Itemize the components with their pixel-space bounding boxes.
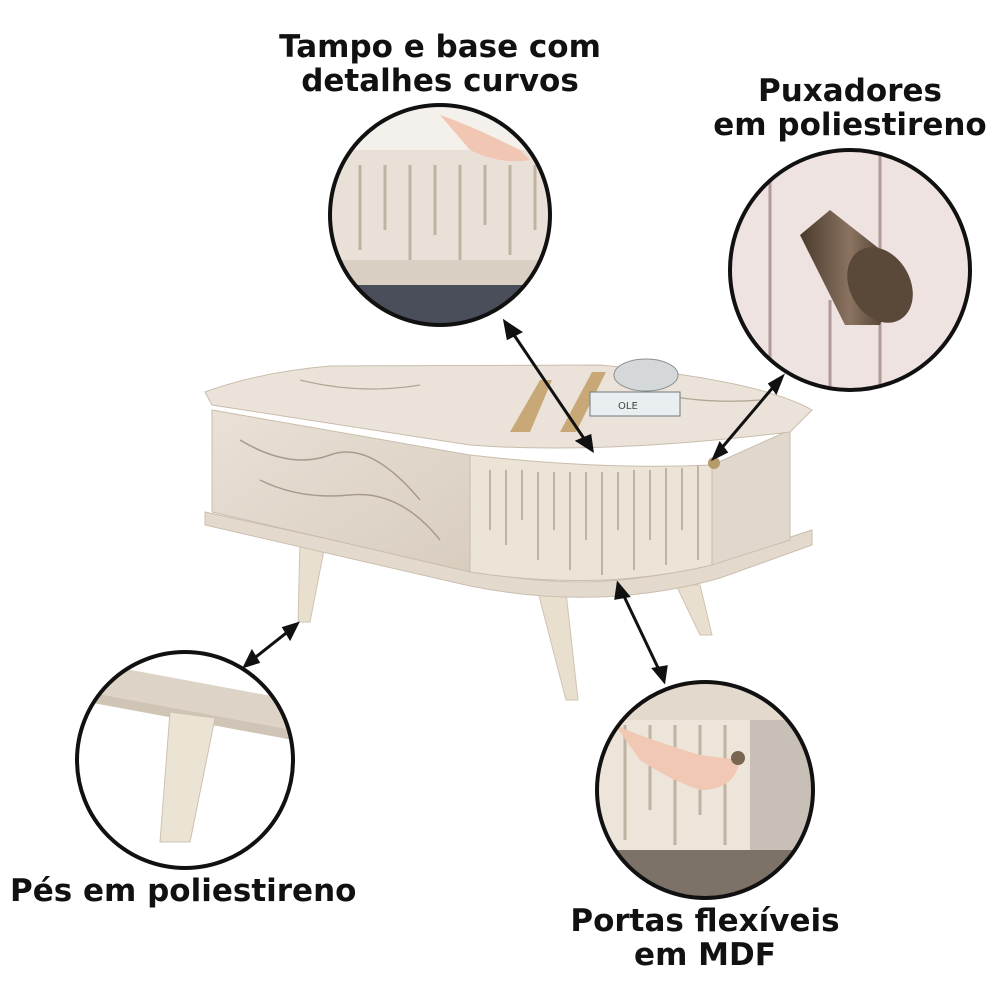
callout-door-detail	[595, 680, 815, 900]
callout-circle-handle	[728, 148, 972, 392]
callout-arrows	[242, 318, 786, 685]
arrow-handle	[718, 384, 777, 451]
arrow-top	[510, 331, 587, 441]
decor-bowl	[613, 358, 679, 392]
table-handle	[708, 457, 720, 469]
gold-decor-2	[560, 372, 606, 432]
table-leg-right	[675, 584, 713, 636]
arrow-feet	[251, 628, 291, 662]
callout-circle-top	[328, 103, 552, 327]
table-base	[204, 511, 813, 598]
label-doors: Portas flexíveis em MDF	[560, 904, 850, 972]
label-handles-line1: Puxadores	[758, 73, 942, 109]
label-feet-line1: Pés em poliestireno	[10, 873, 357, 909]
label-handles-line2: em poliestireno	[713, 107, 987, 143]
label-feet: Pés em poliestireno	[10, 874, 360, 908]
callout-circle-door	[595, 680, 815, 900]
callout-handle-detail	[728, 148, 972, 392]
gold-decor	[510, 380, 552, 432]
table-leg-front	[537, 591, 579, 701]
callout-top-detail	[328, 103, 552, 327]
label-top-base-line1: Tampo e base com	[279, 29, 601, 65]
coffee-table: OLE	[204, 358, 813, 701]
label-doors-line1: Portas flexíveis	[570, 903, 840, 939]
label-top-base-line2: detalhes curvos	[301, 63, 579, 99]
label-handles: Puxadores em poliestireno	[700, 74, 1000, 142]
marble-vein	[239, 439, 441, 541]
callout-feet-detail	[75, 650, 295, 870]
label-doors-line2: em MDF	[634, 937, 776, 973]
arrow-door	[620, 591, 662, 673]
label-top-base: Tampo e base com detalhes curvos	[250, 30, 630, 98]
book-stack	[589, 391, 681, 417]
door-slats	[489, 466, 699, 575]
table-slatted-door	[469, 454, 713, 582]
book-title: OLE	[618, 401, 638, 412]
callout-circle-feet	[75, 650, 295, 870]
